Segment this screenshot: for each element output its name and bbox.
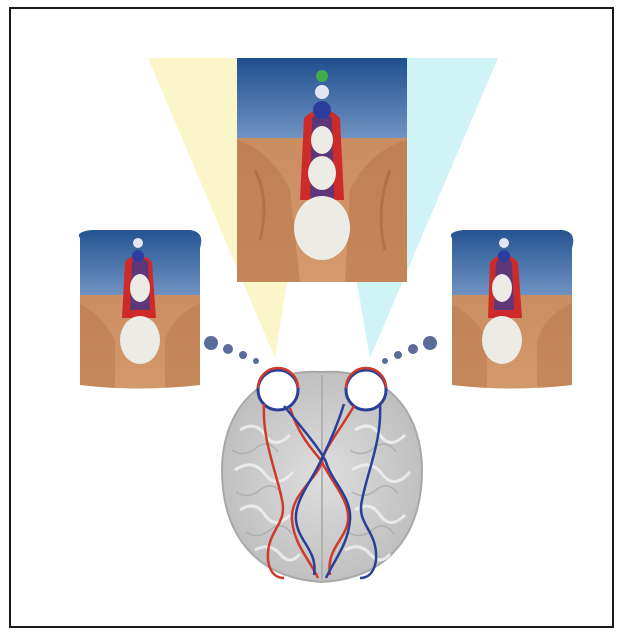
right-eye-view-image — [442, 225, 582, 395]
fused-binocular-view-image — [237, 58, 407, 282]
left-thought-dots — [204, 336, 259, 364]
brain-top-view-icon — [222, 372, 422, 582]
left-eye-view-image — [70, 225, 210, 395]
right-thought-dots — [382, 336, 437, 364]
